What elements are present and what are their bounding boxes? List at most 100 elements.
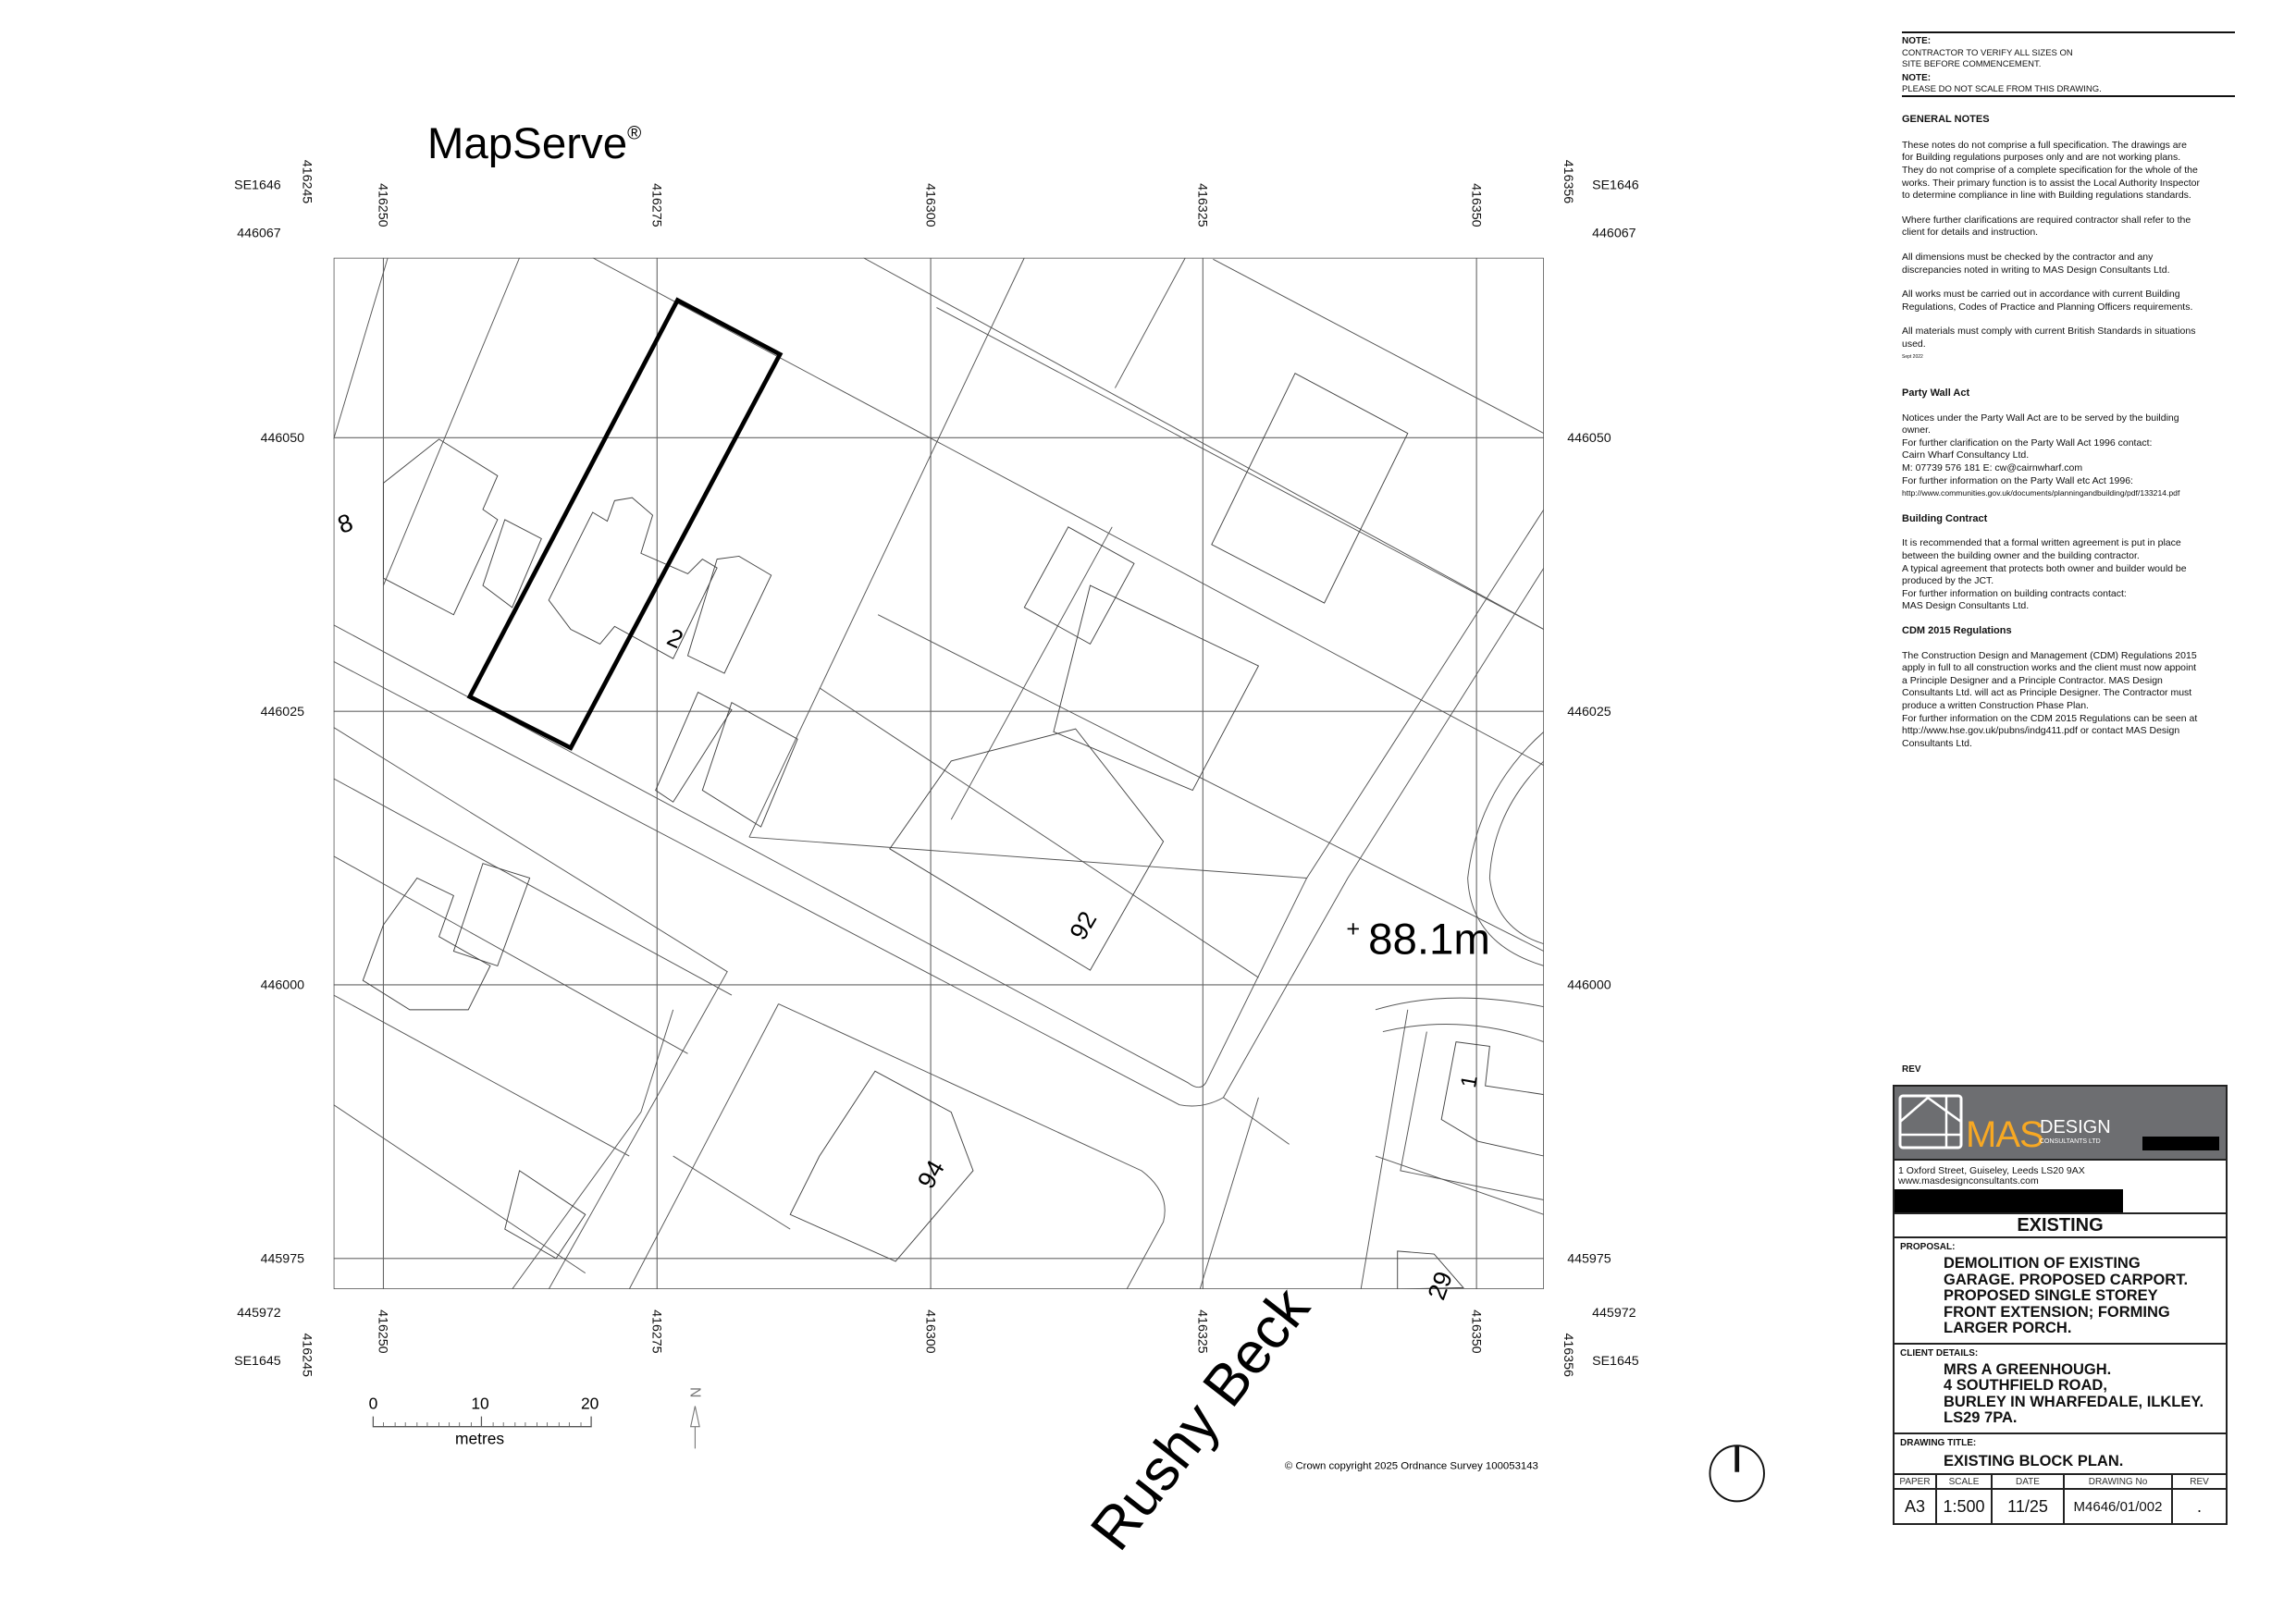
notes-date: Sept 2022 [1902, 353, 1923, 360]
easting-max-bottom: 416356 [1561, 1333, 1575, 1377]
easting-label: 416325 [1195, 1309, 1210, 1354]
building-contract-heading: Building Contract [1902, 512, 1988, 524]
orientation-symbol-icon [1709, 1445, 1765, 1503]
scale-tick-label: 20 [581, 1395, 599, 1413]
rev-value: . [2196, 1496, 2202, 1516]
easting-label: 416275 [649, 183, 664, 227]
header-date: DATE [1992, 1475, 2065, 1490]
logo-subtitle: CONSULTANTS LTD [2040, 1138, 2101, 1145]
drawing-no-value: M4646/01/002 [2064, 1489, 2173, 1523]
house-number: 8 [334, 509, 356, 539]
north-arrow-icon: N [687, 1387, 703, 1449]
map-text-labels: 8 2 92 94 1 29 Rushy Beck + 88.1m [334, 509, 1490, 1562]
company-address: 1 Oxford Street, Guiseley, Leeds LS20 9A… [1898, 1165, 2085, 1176]
drawing-title-label: DRAWING TITLE: [1900, 1437, 1977, 1448]
northing-label: 446000 [261, 978, 305, 993]
general-note: Where further clarifications are require… [1902, 214, 2191, 239]
building-contract-text: It is recommended that a formal written … [1902, 537, 2187, 612]
map-linework [333, 257, 1544, 1289]
logo-design: DESIGN [2040, 1117, 2111, 1137]
spot-height: 88.1m [1368, 916, 1490, 965]
house-number: 92 [1064, 906, 1102, 944]
scale-unit: metres [455, 1430, 504, 1448]
grid-lines [333, 257, 1544, 1289]
client-details: MRS A GREENHOUGH. 4 SOUTHFIELD ROAD, BUR… [1944, 1360, 2204, 1426]
northing-label: 446025 [261, 705, 305, 719]
general-notes-heading: GENERAL NOTES [1902, 114, 1990, 126]
easting-label: 416300 [922, 183, 937, 227]
house-number: 94 [912, 1155, 950, 1193]
northing-label: 446000 [1567, 978, 1611, 993]
sheet-ref-se: SE1645 [1592, 1354, 1639, 1369]
easting-max-top: 416356 [1561, 160, 1575, 204]
drawing-info-table: PAPER SCALE DATE DRAWING No REV A3 1:500… [1895, 1475, 2226, 1523]
cdm-text: The Construction Design and Management (… [1902, 649, 2198, 749]
redacted-box [1895, 1189, 2123, 1212]
note-title: NOTE: [1902, 36, 1932, 46]
party-wall-link[interactable]: http://www.communities.gov.uk/documents/… [1902, 488, 2180, 498]
drawing-status: EXISTING [1895, 1214, 2226, 1238]
easting-label: 416350 [1468, 1309, 1483, 1354]
easting-label: 416275 [649, 1309, 664, 1354]
header-paper: PAPER [1895, 1475, 1937, 1490]
svg-text:N: N [687, 1387, 703, 1397]
drawing-title: EXISTING BLOCK PLAN. [1944, 1452, 2124, 1469]
easting-label: 416300 [922, 1309, 937, 1354]
easting-label: 416325 [1195, 183, 1210, 227]
northing-bottom-left: 445972 [237, 1306, 281, 1321]
northing-bottom-right: 445972 [1592, 1306, 1636, 1321]
scale-tick-label: 10 [471, 1395, 488, 1413]
header-drawing-no: DRAWING No [2064, 1475, 2173, 1490]
northing-top-right: 446067 [1592, 227, 1636, 241]
general-note: All dimensions must be checked by the co… [1902, 251, 2170, 276]
company-website[interactable]: www.masdesignconsultants.com [1898, 1175, 2039, 1187]
note-text: PLEASE DO NOT SCALE FROM THIS DRAWING. [1902, 84, 2102, 95]
proposal-text: DEMOLITION OF EXISTING GARAGE. PROPOSED … [1944, 1255, 2189, 1336]
buildings [362, 373, 1544, 1289]
drawing-title-section: DRAWING TITLE: EXISTING BLOCK PLAN. [1895, 1434, 2226, 1475]
redacted-box [2142, 1137, 2219, 1150]
company-logo: MAS DESIGN CONSULTANTS LTD [1895, 1087, 2226, 1161]
scale-bar: 0 10 20 metres [369, 1395, 599, 1448]
header-rev: REV [2172, 1475, 2226, 1490]
title-block: MAS DESIGN CONSULTANTS LTD 1 Oxford Stre… [1893, 1085, 2228, 1525]
client-label: CLIENT DETAILS: [1900, 1347, 1979, 1359]
easting-min-bottom: 416245 [299, 1333, 314, 1377]
date-value: 11/25 [1992, 1489, 2065, 1523]
copyright-notice: © Crown copyright 2025 Ordnance Survey 1… [1285, 1461, 1538, 1472]
northing-label: 445975 [1567, 1252, 1611, 1267]
client-section: CLIENT DETAILS: MRS A GREENHOUGH. 4 SOUT… [1895, 1345, 2226, 1434]
easting-label: 416250 [376, 183, 390, 227]
general-note: These notes do not comprise a full speci… [1902, 139, 2200, 202]
general-note: All works must be carried out in accorda… [1902, 289, 2193, 313]
proposal-section: PROPOSAL: DEMOLITION OF EXISTING GARAGE.… [1895, 1238, 2226, 1345]
site-boundary [466, 297, 784, 751]
mapserve-logo: MapServe® [427, 119, 641, 168]
header-scale: SCALE [1936, 1475, 1993, 1490]
house-logo-icon [1898, 1094, 1963, 1150]
paper-value: A3 [1895, 1489, 1937, 1523]
proposal-label: PROPOSAL: [1900, 1242, 1956, 1252]
northing-label: 446025 [1567, 705, 1611, 719]
party-wall-text: Notices under the Party Wall Act are to … [1902, 412, 2179, 486]
easting-label: 416250 [376, 1309, 390, 1354]
party-wall-heading: Party Wall Act [1902, 387, 1970, 400]
revision-label: REV [1902, 1064, 1921, 1075]
sheet-ref-ne: SE1646 [1592, 178, 1639, 192]
northing-label: 446050 [1567, 431, 1611, 446]
northing-top-left: 446067 [237, 227, 281, 241]
house-number: 1 [1457, 1074, 1483, 1090]
easting-label: 416350 [1468, 183, 1483, 227]
scale-value: 1:500 [1936, 1489, 1993, 1523]
roads-and-boundaries [333, 257, 1544, 1289]
general-notes-panel: NOTE: CONTRACTOR TO VERIFY ALL SIZES ON … [1902, 31, 2235, 762]
company-address-section: 1 Oxford Street, Guiseley, Leeds LS20 9A… [1895, 1161, 2226, 1214]
cdm-heading: CDM 2015 Regulations [1902, 625, 2012, 636]
easting-min-top: 416245 [299, 160, 314, 204]
sheet-ref-nw: SE1646 [234, 178, 281, 192]
note-title: NOTE: [1902, 72, 1932, 83]
northing-label: 445975 [261, 1252, 305, 1267]
sheet-ref-sw: SE1645 [234, 1354, 281, 1369]
northing-label: 446050 [261, 431, 305, 446]
